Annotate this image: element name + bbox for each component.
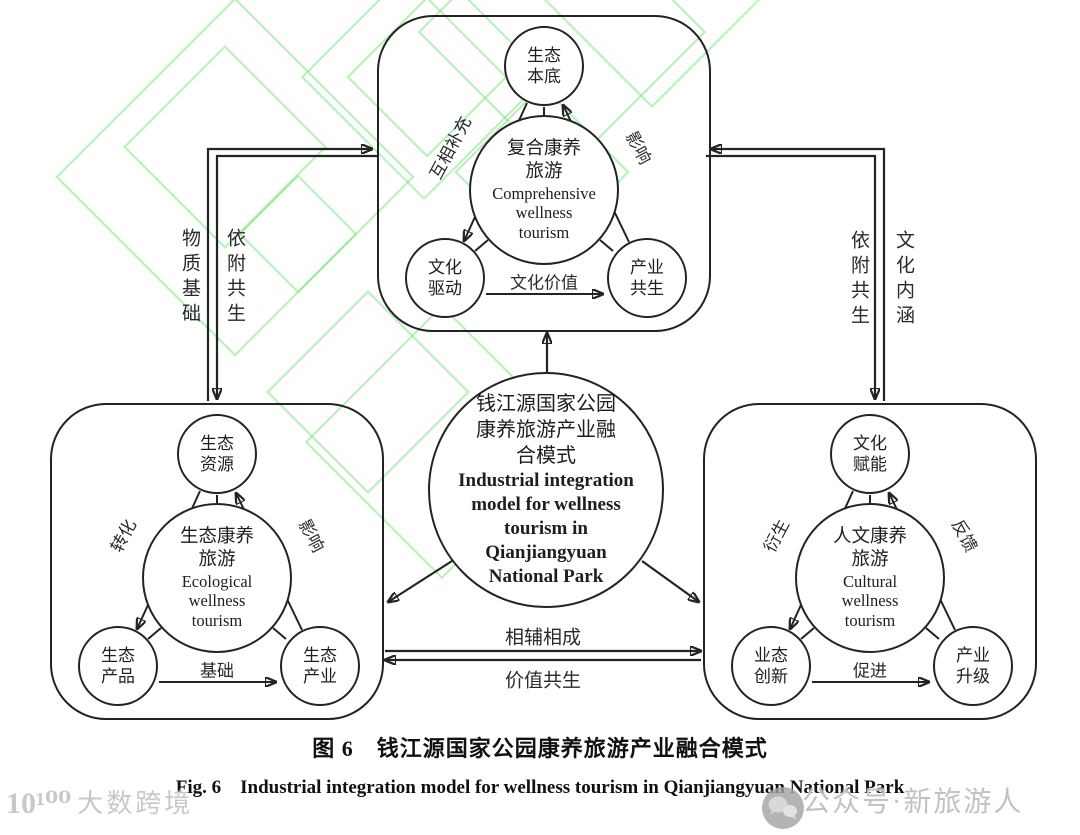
node-eco-products: 生态 产品 [78, 626, 158, 706]
node-comprehensive-wellness: 复合康养 旅游 Comprehensive wellness tourism [469, 115, 619, 265]
label-material-basis: 物质基础 [179, 228, 200, 328]
node-industry-upgrade: 产业 升级 [933, 626, 1013, 706]
arrow-topbox-to-leftbox [217, 154, 377, 399]
figure-caption-en: Fig. 6 Industrial integration model for … [175, 777, 905, 798]
node-eco-base: 生态 本底 [504, 26, 584, 106]
gongzhonghao-watermark: 公众号·新旅游人 [802, 787, 1024, 818]
node-culture-driven: 文化 驱动 [405, 238, 485, 318]
central-model-title-en: Industrial integration model for wellnes… [458, 470, 634, 587]
edge-label-foundation: 基础 [200, 661, 234, 681]
arrow-topbox-to-rightbox [706, 154, 875, 399]
node-business-innovation: 业态 创新 [731, 626, 811, 706]
edge-label-promotion: 促进 [853, 661, 887, 681]
figure-caption-zh: 图 6 钱江源国家公园康养旅游产业融合模式 [312, 736, 768, 761]
dashukuajing-watermark-text: 大数跨境 [77, 789, 194, 818]
edge-label-cultural-value: 文化价值 [510, 273, 578, 293]
arrow-center-to-rightbox [641, 560, 699, 602]
arrow-center-to-leftbox [388, 560, 453, 602]
central-model-title-zh: 钱江源国家公园 康养旅游产业融 合模式 [476, 393, 616, 468]
ecological-wellness-box: 生态 资源 生态康养 旅游 Ecological wellness touris… [50, 403, 384, 720]
central-model-circle: 钱江源国家公园 康养旅游产业融 合模式 Industrial integrati… [428, 372, 664, 608]
label-complementary: 相辅相成 [504, 627, 582, 649]
node-industry-symbiosis: 产业 共生 [607, 238, 687, 318]
comprehensive-wellness-box: 生态 本底 复合康养 旅游 Comprehensive wellness tou… [377, 15, 711, 332]
arrow-rightbox-to-topbox [711, 149, 886, 401]
node-eco-resources: 生态 资源 [177, 414, 257, 494]
node-cultural-wellness: 人文康养 旅游 Cultural wellness tourism [795, 503, 945, 653]
label-dependence-right: 依附共生 [848, 230, 869, 330]
node-culture-empowerment: 文化 赋能 [830, 414, 910, 494]
arrow-leftbox-to-topbox [206, 149, 372, 401]
label-value-symbiosis: 价值共生 [504, 670, 582, 692]
dashukuajing-logo-icon: 10¹⁰⁰ [6, 787, 72, 821]
label-cultural-connotation: 文化内涵 [893, 230, 914, 330]
node-eco-industry: 生态 产业 [280, 626, 360, 706]
wechat-icon [762, 787, 804, 829]
label-dependence-left: 依附共生 [224, 228, 245, 328]
cultural-wellness-box: 文化 赋能 人文康养 旅游 Cultural wellness tourism … [703, 403, 1037, 720]
dashukuajing-watermark: 10¹⁰⁰ 大数跨境 [6, 788, 193, 819]
node-ecological-wellness: 生态康养 旅游 Ecological wellness tourism [142, 503, 292, 653]
